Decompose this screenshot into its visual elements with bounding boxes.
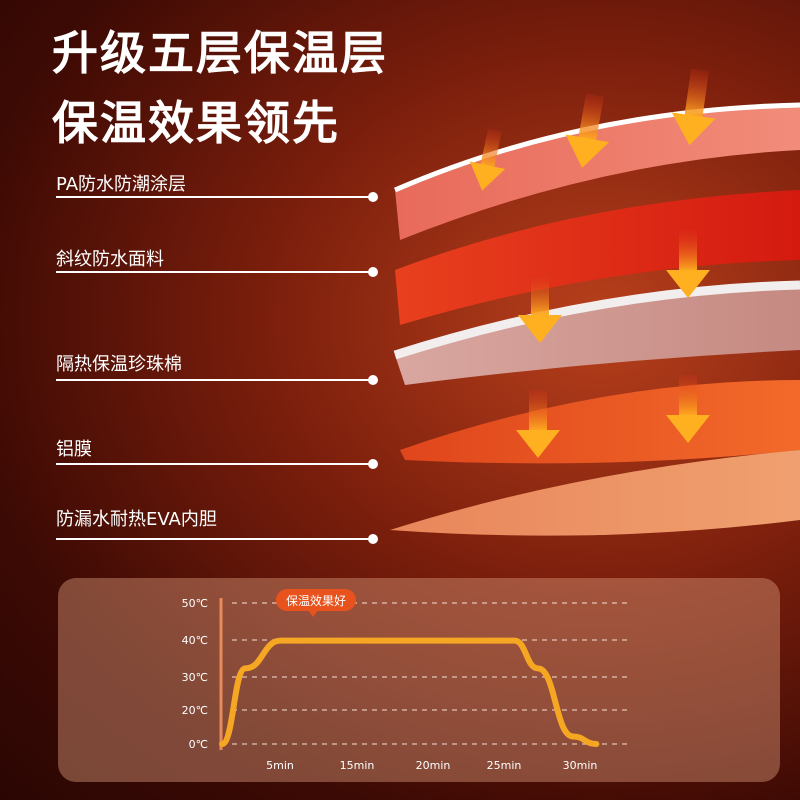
heat-arrow-icon — [666, 230, 710, 298]
layer-label-pa: PA防水防潮涂层 — [56, 174, 187, 195]
annotation-pointer — [308, 610, 318, 617]
heat-arrow-icon — [565, 93, 610, 168]
y-tick-label: 20℃ — [182, 704, 208, 717]
x-tick-label: 25min — [487, 759, 522, 772]
annotation-label: 保温效果好 — [286, 593, 346, 608]
layer-label-foam: 隔热保温珍珠棉 — [56, 354, 182, 375]
layer-label-foil: 铝膜 — [56, 439, 92, 460]
layer-dot — [368, 459, 378, 469]
y-tick-label: 40℃ — [182, 634, 208, 647]
layer-dot — [368, 375, 378, 385]
layer-line — [56, 271, 376, 273]
y-tick-label: 50℃ — [182, 597, 208, 610]
temperature-series-line — [219, 637, 600, 747]
layer-foam-edge — [393, 280, 800, 360]
heat-arrow-icon — [671, 68, 716, 146]
temperature-chart-panel — [58, 578, 780, 782]
layer-line — [56, 196, 376, 198]
heat-arrow-icon — [469, 128, 506, 191]
heat-arrow-icon — [516, 390, 560, 458]
x-tick-label: 15min — [340, 759, 375, 772]
heat-arrow-icon — [518, 275, 562, 343]
layer-eva-shape — [390, 450, 800, 536]
x-tick-label: 5min — [266, 759, 294, 772]
annotation-badge — [276, 589, 356, 611]
layer-foam-shape — [395, 285, 800, 385]
heat-arrow-icon — [666, 375, 710, 443]
layer-illustration — [390, 68, 800, 536]
y-tick-label: 0℃ — [189, 738, 208, 751]
layer-dot — [368, 267, 378, 277]
headline-line1: 升级五层保温层 — [52, 26, 388, 80]
layer-dot — [368, 534, 378, 544]
layer-line — [56, 538, 376, 540]
layer-line — [56, 463, 376, 465]
layer-pa-shape — [395, 105, 800, 240]
headline-line2: 保温效果领先 — [52, 96, 340, 150]
x-tick-label: 30min — [563, 759, 598, 772]
x-tick-label: 20min — [416, 759, 451, 772]
layer-twill-shape — [395, 190, 800, 325]
layer-label-eva: 防漏水耐热EVA内胆 — [56, 509, 217, 530]
layer-line — [56, 379, 376, 381]
y-tick-label: 30℃ — [182, 671, 208, 684]
layer-label-twill: 斜纹防水面料 — [56, 249, 164, 270]
layer-dot — [368, 192, 378, 202]
layer-foil-shape — [400, 380, 800, 464]
